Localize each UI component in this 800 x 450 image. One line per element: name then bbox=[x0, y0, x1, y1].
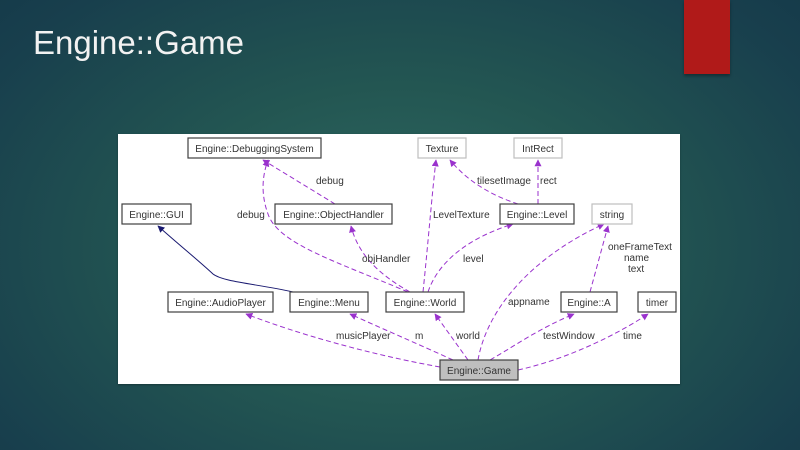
slide-title: Engine::Game bbox=[33, 24, 244, 61]
edge-label-leveltexture: LevelTexture bbox=[433, 210, 490, 221]
node-a[interactable]: Engine::A bbox=[560, 291, 618, 313]
edge-label-rect: rect bbox=[540, 176, 557, 187]
edge-world-texture bbox=[422, 159, 439, 293]
node-box bbox=[560, 291, 618, 313]
edge-game-string bbox=[477, 223, 605, 361]
collaboration-diagram: debug debug tilesetImage rect LevelTextu… bbox=[118, 134, 680, 384]
edge-game-audioplayer bbox=[245, 312, 441, 368]
edge-label-name: name bbox=[624, 253, 649, 264]
node-level[interactable]: Engine::Level bbox=[499, 203, 575, 225]
node-box bbox=[274, 203, 393, 225]
node-label: Engine::AudioPlayer bbox=[175, 298, 266, 309]
node-objecthandler[interactable]: Engine::ObjectHandler bbox=[274, 203, 393, 225]
node-box bbox=[499, 203, 575, 225]
node-label: Texture bbox=[426, 144, 459, 155]
node-string[interactable]: string bbox=[591, 203, 633, 225]
edge-label-objhandler: objHandler bbox=[362, 254, 411, 265]
edge-label-world: world bbox=[455, 331, 480, 342]
edge-label-oneframetext: oneFrameText bbox=[608, 242, 672, 253]
edge-game-timer bbox=[517, 313, 649, 371]
edge-world-level bbox=[427, 222, 514, 293]
edge-world-objecthandler bbox=[349, 225, 411, 293]
edge-label-testwindow: testWindow bbox=[543, 331, 595, 342]
node-debuggingsystem[interactable]: Engine::DebuggingSystem bbox=[187, 137, 322, 159]
node-label: Engine::Menu bbox=[298, 298, 360, 309]
node-texture[interactable]: Texture bbox=[417, 137, 467, 159]
node-box bbox=[637, 291, 677, 313]
node-intrect[interactable]: IntRect bbox=[513, 137, 563, 159]
node-world[interactable]: Engine::World bbox=[385, 291, 465, 313]
edge-level-texture bbox=[449, 159, 519, 205]
edge-game-a bbox=[489, 313, 575, 361]
edge-game-menu bbox=[349, 313, 454, 361]
node-label: string bbox=[600, 210, 624, 221]
node-box bbox=[417, 137, 467, 159]
edge-objecthandler-debuggingsystem bbox=[262, 159, 336, 205]
node-box bbox=[167, 291, 274, 313]
node-box bbox=[385, 291, 465, 313]
node-label: Engine::Level bbox=[507, 210, 568, 221]
edge-menu-gui-inheritance bbox=[157, 225, 294, 293]
edge-label-debug: debug bbox=[316, 176, 344, 187]
node-box bbox=[591, 203, 633, 225]
node-box bbox=[439, 359, 519, 381]
node-gui[interactable]: Engine::GUI bbox=[121, 203, 192, 225]
edge-label-level: level bbox=[463, 254, 484, 265]
node-label: Engine::DebuggingSystem bbox=[195, 144, 313, 155]
node-menu[interactable]: Engine::Menu bbox=[289, 291, 369, 313]
diagram-canvas: debug debug tilesetImage rect LevelTextu… bbox=[121, 137, 677, 381]
node-timer[interactable]: timer bbox=[637, 291, 677, 313]
edge-label-appname: appname bbox=[508, 297, 550, 308]
node-audioplayer[interactable]: Engine::AudioPlayer bbox=[167, 291, 274, 313]
node-label: Engine::GUI bbox=[129, 210, 183, 221]
node-label: Engine::World bbox=[394, 298, 457, 309]
node-box bbox=[187, 137, 322, 159]
node-label: timer bbox=[646, 298, 669, 309]
accent-bar bbox=[684, 0, 730, 74]
edge-a-string bbox=[589, 225, 610, 293]
edge-game-world bbox=[434, 313, 469, 361]
edge-label-debug: debug bbox=[237, 210, 265, 221]
node-game[interactable]: Engine::Game bbox=[439, 359, 519, 381]
node-label: Engine::ObjectHandler bbox=[283, 210, 384, 221]
node-label: IntRect bbox=[522, 144, 554, 155]
edge-label-tilesetimage: tilesetImage bbox=[477, 176, 531, 187]
edge-label-text: text bbox=[628, 264, 644, 275]
node-label: Engine::Game bbox=[447, 366, 511, 377]
edge-label-m: m bbox=[415, 331, 423, 342]
edge-label-time: time bbox=[623, 331, 642, 342]
edge-world-debuggingsystem bbox=[262, 159, 409, 293]
node-label: Engine::A bbox=[567, 298, 611, 309]
node-box bbox=[121, 203, 192, 225]
node-box bbox=[513, 137, 563, 159]
edge-label-musicplayer: musicPlayer bbox=[336, 331, 391, 342]
node-box bbox=[289, 291, 369, 313]
